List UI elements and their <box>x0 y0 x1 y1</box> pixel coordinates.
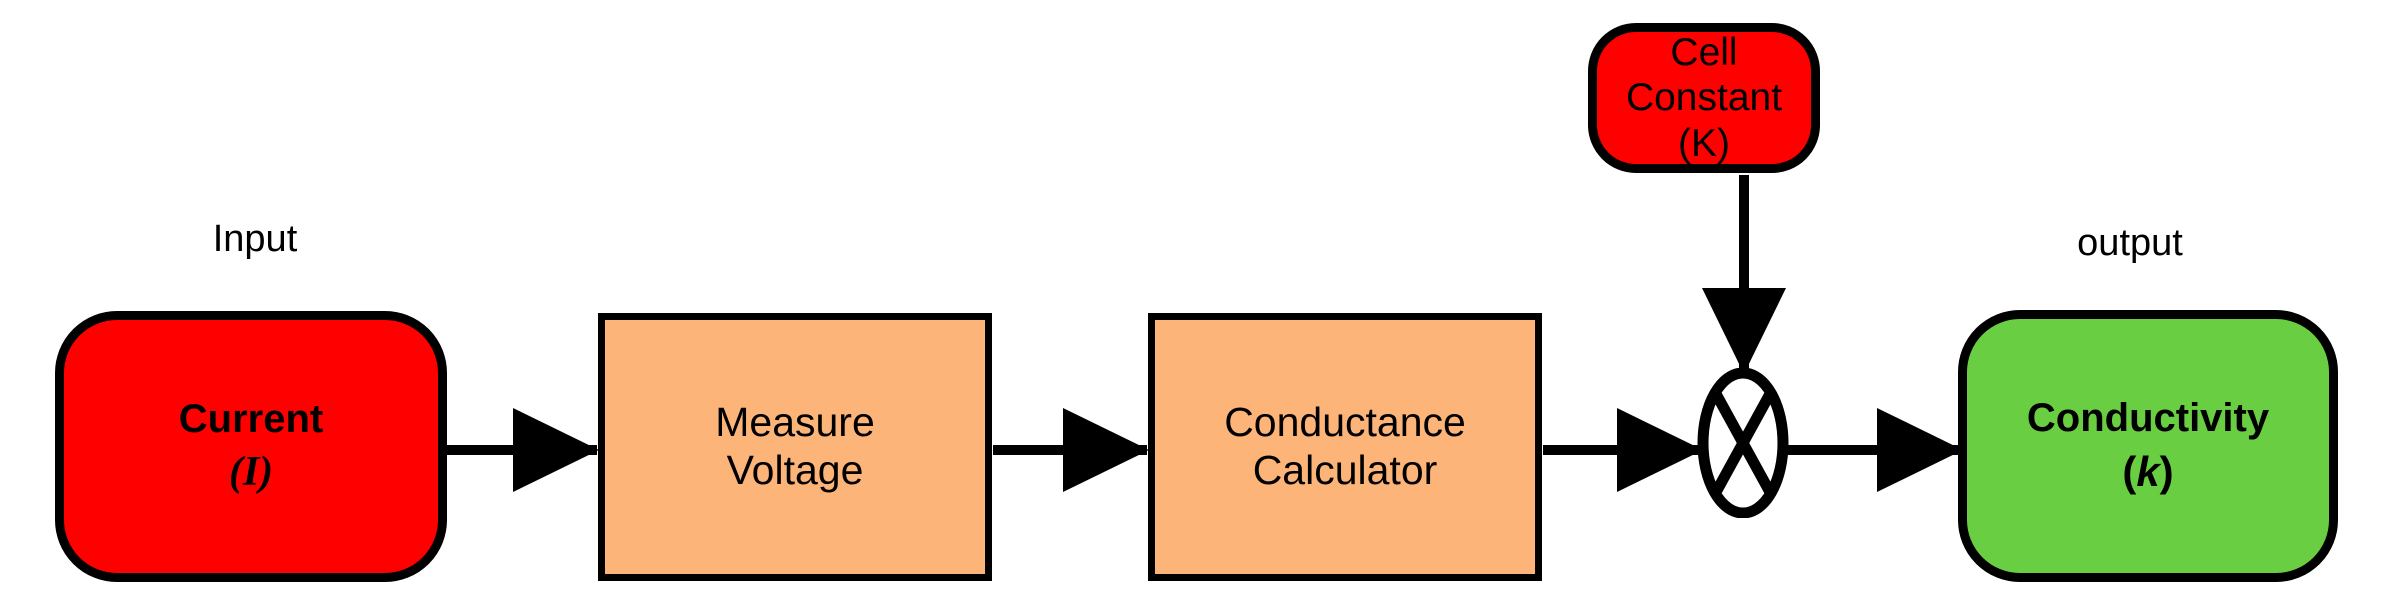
node-current-symbol: (I) <box>228 449 274 496</box>
node-measure-voltage[interactable]: Measure Voltage <box>598 313 992 581</box>
node-conductance-calculator-line-1: Conductance <box>1224 399 1466 446</box>
multiply-operator-icon <box>1697 367 1789 519</box>
node-conductance-calculator[interactable]: Conductance Calculator <box>1148 313 1542 581</box>
node-current[interactable]: Current (I) <box>55 311 447 582</box>
node-multiplier[interactable] <box>1697 367 1789 519</box>
node-conductivity-symbol-glyph: k <box>2136 447 2160 495</box>
node-cell-constant-line-1: Cell <box>1670 31 1738 75</box>
node-current-line-1: Current <box>178 396 324 441</box>
input-label: Input <box>212 218 298 260</box>
node-measure-voltage-line-2: Voltage <box>726 447 864 493</box>
node-conductance-calculator-line-2: Calculator <box>1252 447 1438 493</box>
node-measure-voltage-line-1: Measure <box>715 399 875 446</box>
node-cell-constant-line-2: Constant <box>1625 76 1783 120</box>
node-cell-constant[interactable]: Cell Constant (K) <box>1588 23 1820 173</box>
node-conductivity-paren-open: ( <box>2122 447 2137 495</box>
node-conductivity-line-1: Conductivity <box>2026 396 2270 441</box>
node-cell-constant-symbol: (K) <box>1678 121 1730 165</box>
node-conductivity-symbol: (k) <box>2122 448 2173 497</box>
node-conductivity[interactable]: Conductivity (k) <box>1958 310 2338 582</box>
node-conductivity-paren-close: ) <box>2159 447 2174 495</box>
output-label: output <box>2077 222 2183 264</box>
